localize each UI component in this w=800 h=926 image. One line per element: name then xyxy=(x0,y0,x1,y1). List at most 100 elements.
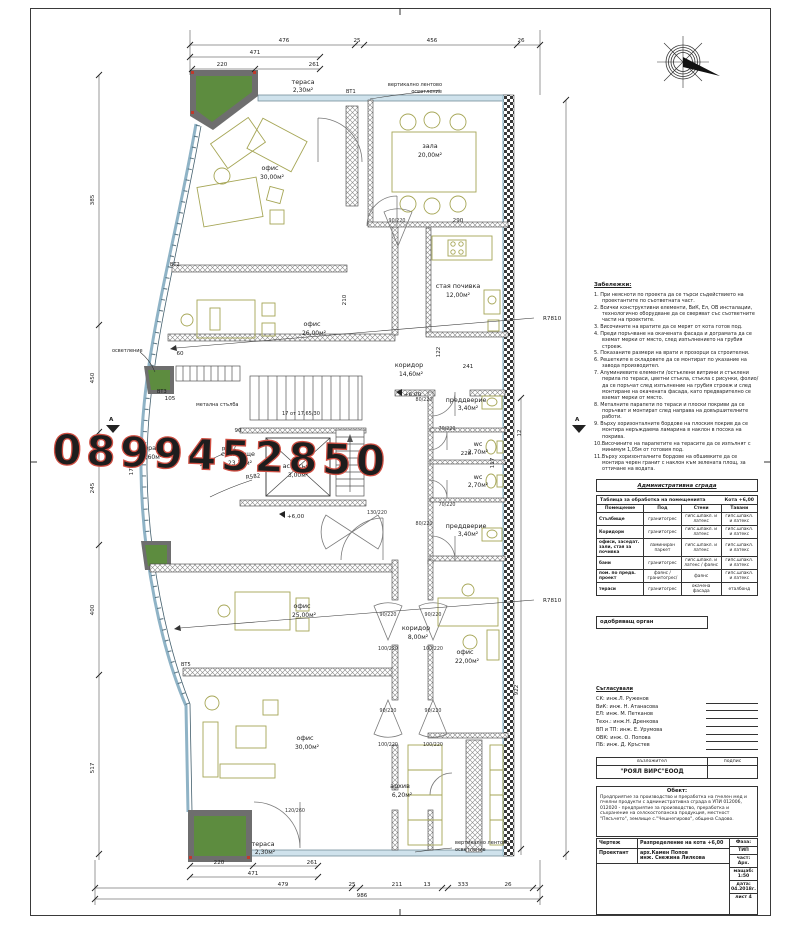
date-label: дата: xyxy=(736,882,751,887)
room-area: 26,00м² xyxy=(302,330,327,337)
finish-table-kota: Кота +6,00 xyxy=(724,497,754,503)
dim-label: 385 xyxy=(90,194,96,205)
cell: тераси xyxy=(596,582,644,596)
dim-label: 211 xyxy=(392,882,403,888)
client-header: възложител xyxy=(596,757,708,766)
room-area: 20,00м² xyxy=(418,152,443,159)
dim-label: 471 xyxy=(250,50,261,56)
object-description: Предприятие за производство и преработка… xyxy=(600,794,747,823)
room-area: 22,00м² xyxy=(455,658,480,665)
note-item: 4. Преди поръчване на окачената фасада и… xyxy=(594,331,752,350)
client-block: възложител подпис "РОЯЛ ВИРС"ЕООД xyxy=(596,757,758,779)
cell: гипс.шпакл. и латекс xyxy=(720,556,759,570)
curved-facade xyxy=(139,123,198,813)
room-label: преддверие xyxy=(446,396,487,404)
object-block: Обект: Предприятие за производство и пре… xyxy=(596,786,758,837)
room-area: 25,00м² xyxy=(292,612,317,619)
terraces xyxy=(141,70,258,862)
dim-label: 922 xyxy=(514,685,520,696)
strip-light-label: осветление xyxy=(411,89,442,95)
date-value: 04.2018г. xyxy=(730,887,757,892)
door-label: 80/220 xyxy=(416,397,433,403)
dim-label: 220 xyxy=(217,62,228,68)
dim-label: 245 xyxy=(90,482,96,493)
cell: Стълбище xyxy=(596,512,644,526)
signature-line xyxy=(706,721,758,727)
dim-label: 60 xyxy=(176,351,184,357)
north-compass-icon xyxy=(657,36,720,88)
finish-table-caption: Таблица за обработка на помещенията xyxy=(600,497,706,503)
doors xyxy=(253,117,456,849)
approving-authority-box: одобряващ орган xyxy=(596,616,708,629)
room-label: тераса xyxy=(291,78,314,86)
room-area: 8,00м² xyxy=(408,634,429,641)
signature-line xyxy=(706,698,758,704)
dim-label: 26 xyxy=(504,882,512,888)
room-labels: тераса 2,30м² офис 30,00м² зала 20,00м² … xyxy=(140,78,488,856)
door-label: 70/220 xyxy=(439,426,456,432)
object-label: Обект: xyxy=(666,788,688,794)
annotations: R7810 R7810 R562 R582 ВТ1 ВТ2 ВТ3 ВТ5 ве… xyxy=(106,82,586,853)
phase-label: Фаза: xyxy=(730,839,757,847)
agreed-title: Съгласували xyxy=(596,686,634,692)
room-label: стълбище xyxy=(221,450,255,458)
dim-label: 450 xyxy=(90,372,96,383)
dim-label: 228 xyxy=(461,451,472,457)
dimension-labels: 476 25 456 26 220 261 471 220 261 471 47… xyxy=(90,38,525,899)
note-item: 7. Алуминиевите елементи /остъклени витр… xyxy=(594,370,759,402)
strip-light-label: вертикално лентово xyxy=(455,840,509,846)
watermark-phone: 0899452850 xyxy=(52,425,391,486)
room-area: 2,30м² xyxy=(293,87,314,94)
note-item: 9. Върху хоризонталните бордове на плоск… xyxy=(594,421,749,440)
dim-label: 476 xyxy=(279,38,290,44)
dim-label: 261 xyxy=(309,62,320,68)
part-value: Арх. xyxy=(737,861,750,866)
elevator xyxy=(265,437,331,497)
note-item: 6. Решетките в складовете да се монтират… xyxy=(594,357,747,370)
column-strip xyxy=(502,94,515,857)
dim-label: 220 xyxy=(214,860,225,866)
room-label: wc xyxy=(474,440,483,448)
interior-walls xyxy=(149,99,509,853)
door-label: 90/220 xyxy=(389,218,406,224)
note-item: 5. Показаните размери на врати и прозорц… xyxy=(594,350,750,357)
table-row: офиси, заседат. зали, стая за почивка ла… xyxy=(596,538,759,557)
section-marker: А xyxy=(575,417,580,423)
table-row: пом. по предв. проект фаянс /гранитогрес… xyxy=(596,569,759,583)
signature-line xyxy=(706,705,758,712)
dim-label: 105 xyxy=(165,396,176,402)
room-area: 6,20м² xyxy=(392,792,413,799)
designer-name: арх.Камен Попов xyxy=(640,851,688,856)
note-item: 2. Всички конструктивни елементи, ВиК, Е… xyxy=(594,304,755,324)
signature-cell xyxy=(708,766,758,779)
door-label: 100/220 xyxy=(378,742,398,748)
agreed-line: ВП и ТП: инж. Е. Урумова xyxy=(596,726,663,733)
cell: окачена фасада xyxy=(680,582,722,596)
room-area: 3,40м² xyxy=(458,531,479,538)
room-label: преддверие xyxy=(446,522,487,530)
table-row: Стълбище гранитогрес гипс.шпакл. и латек… xyxy=(596,512,759,526)
col-header: Помещение xyxy=(596,504,644,513)
signature-line xyxy=(706,729,758,735)
cell: гранитогрес xyxy=(643,525,682,539)
dimension-lines xyxy=(91,30,570,905)
strip-light-label: осветление xyxy=(455,847,486,853)
room-label: архив xyxy=(390,782,410,790)
level-mark: +6,00 xyxy=(287,514,305,520)
dim-label: 333 xyxy=(458,882,469,888)
agreed-line: ЕЛ: инж. М. Петканов xyxy=(596,711,653,718)
room-label: тераса xyxy=(140,444,163,452)
empty-cell xyxy=(597,864,729,914)
finish-table-header-row: Помещение Под Стени Тавани xyxy=(596,504,759,513)
bt-label: ВТ2 xyxy=(170,262,180,268)
door-label: 120/260 xyxy=(285,808,305,814)
cell: гипс.шпакл. и латекс xyxy=(680,512,722,526)
door-label: 90/220 xyxy=(425,612,442,618)
cell: гипс.шпакл. и латекс xyxy=(720,569,759,583)
agreed-line: ПБ: инж. Д. Кръстев xyxy=(596,742,650,749)
room-area: 2,70м² xyxy=(468,482,489,489)
door-label: 100/220 xyxy=(378,646,398,652)
note-item: 3. Височините на вратите да се мерят от … xyxy=(594,324,743,331)
room-area: 2,30м² xyxy=(255,849,276,856)
